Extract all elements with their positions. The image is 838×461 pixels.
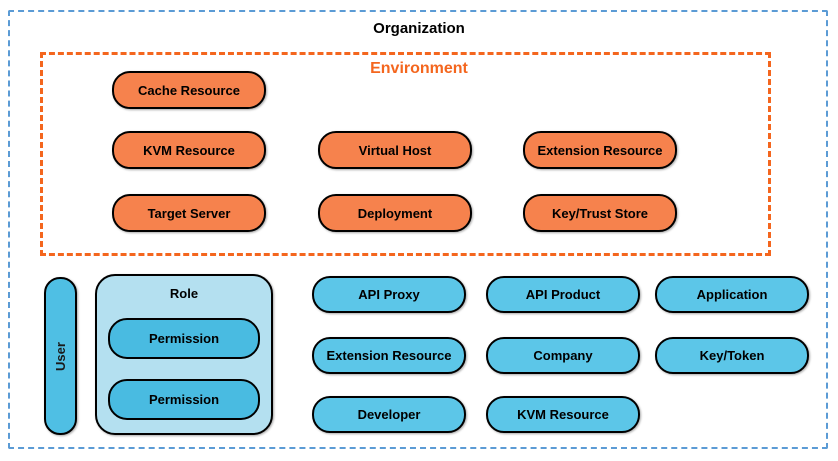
env-pill-kvm-resource: KVM Resource [112,131,266,169]
role-label: Role [169,286,199,301]
org-pill-extension-resource: Extension Resource [312,337,466,374]
environment-title: Environment [370,60,468,77]
environment-container [40,52,771,256]
env-pill-cache-resource: Cache Resource [112,71,266,109]
org-pill-kvm-resource: KVM Resource [486,396,640,433]
org-pill-developer: Developer [312,396,466,433]
env-pill-key-trust-store: Key/Trust Store [523,194,677,232]
permission-pill-2: Permission [108,379,260,420]
org-pill-company: Company [486,337,640,374]
role-box: Role Permission Permission [95,274,273,435]
user-pill: User [44,277,77,435]
organization-container [8,10,828,449]
env-pill-target-server: Target Server [112,194,266,232]
env-pill-extension-resource: Extension Resource [523,131,677,169]
user-label: User [52,341,68,371]
organization-title: Organization [373,20,465,37]
org-pill-key-token: Key/Token [655,337,809,374]
org-pill-api-proxy: API Proxy [312,276,466,313]
org-pill-application: Application [655,276,809,313]
env-pill-virtual-host: Virtual Host [318,131,472,169]
org-pill-api-product: API Product [486,276,640,313]
env-pill-deployment: Deployment [318,194,472,232]
permission-pill-1: Permission [108,318,260,359]
